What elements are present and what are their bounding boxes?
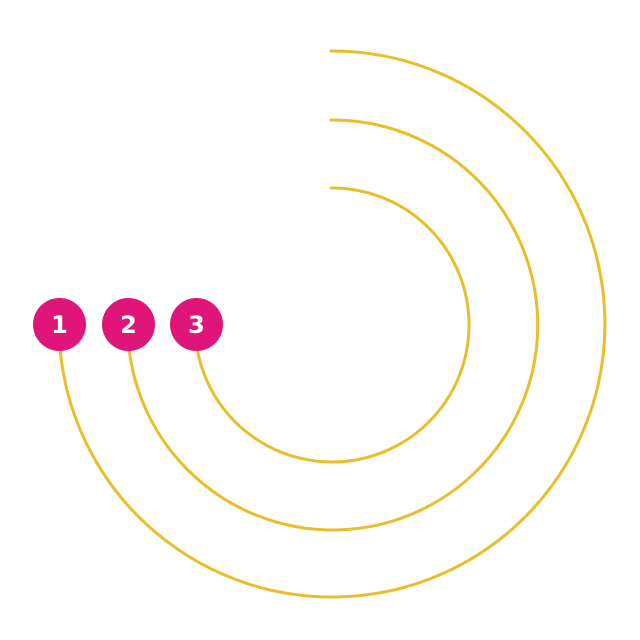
step-number-1: 1 [51,310,68,339]
arc-1 [58,49,607,599]
step-badge-1: 1 [33,298,86,351]
step-number-2: 2 [120,310,137,339]
step-number-3: 3 [188,310,205,339]
arc-3 [195,186,471,464]
step-badge-3: 3 [170,298,223,351]
step-badge-2: 2 [102,298,155,351]
arc-2 [127,118,540,532]
